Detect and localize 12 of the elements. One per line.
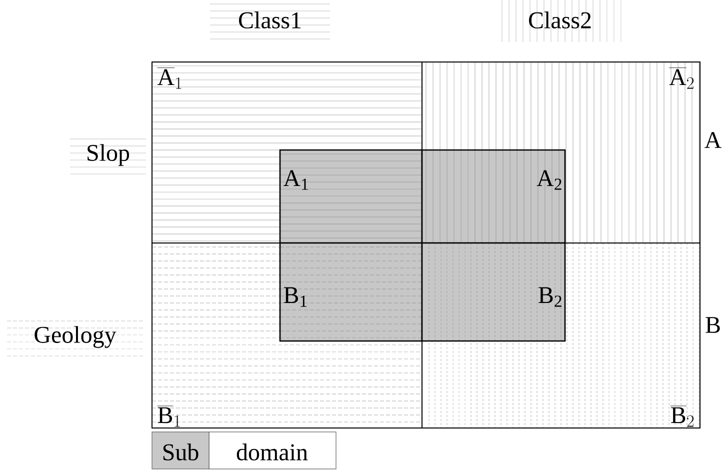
row-label: B — [706, 317, 720, 333]
row-header: Geology — [7, 320, 143, 356]
subdomain-box: B$_{2}$ — [421, 242, 566, 342]
column-header: Class1 — [210, 4, 330, 40]
legend-text: domain — [208, 432, 336, 470]
row-header: Slop — [70, 138, 146, 174]
legend-entry: Sub — [152, 432, 210, 470]
subdomain-box: A$_{1}$ — [279, 149, 423, 244]
subdomain-box: A$_{2}$ — [421, 149, 566, 244]
column-header: Class2 — [502, 0, 622, 42]
subdomain-box: B$_{1}$ — [279, 242, 423, 342]
row-label: A — [704, 132, 722, 148]
